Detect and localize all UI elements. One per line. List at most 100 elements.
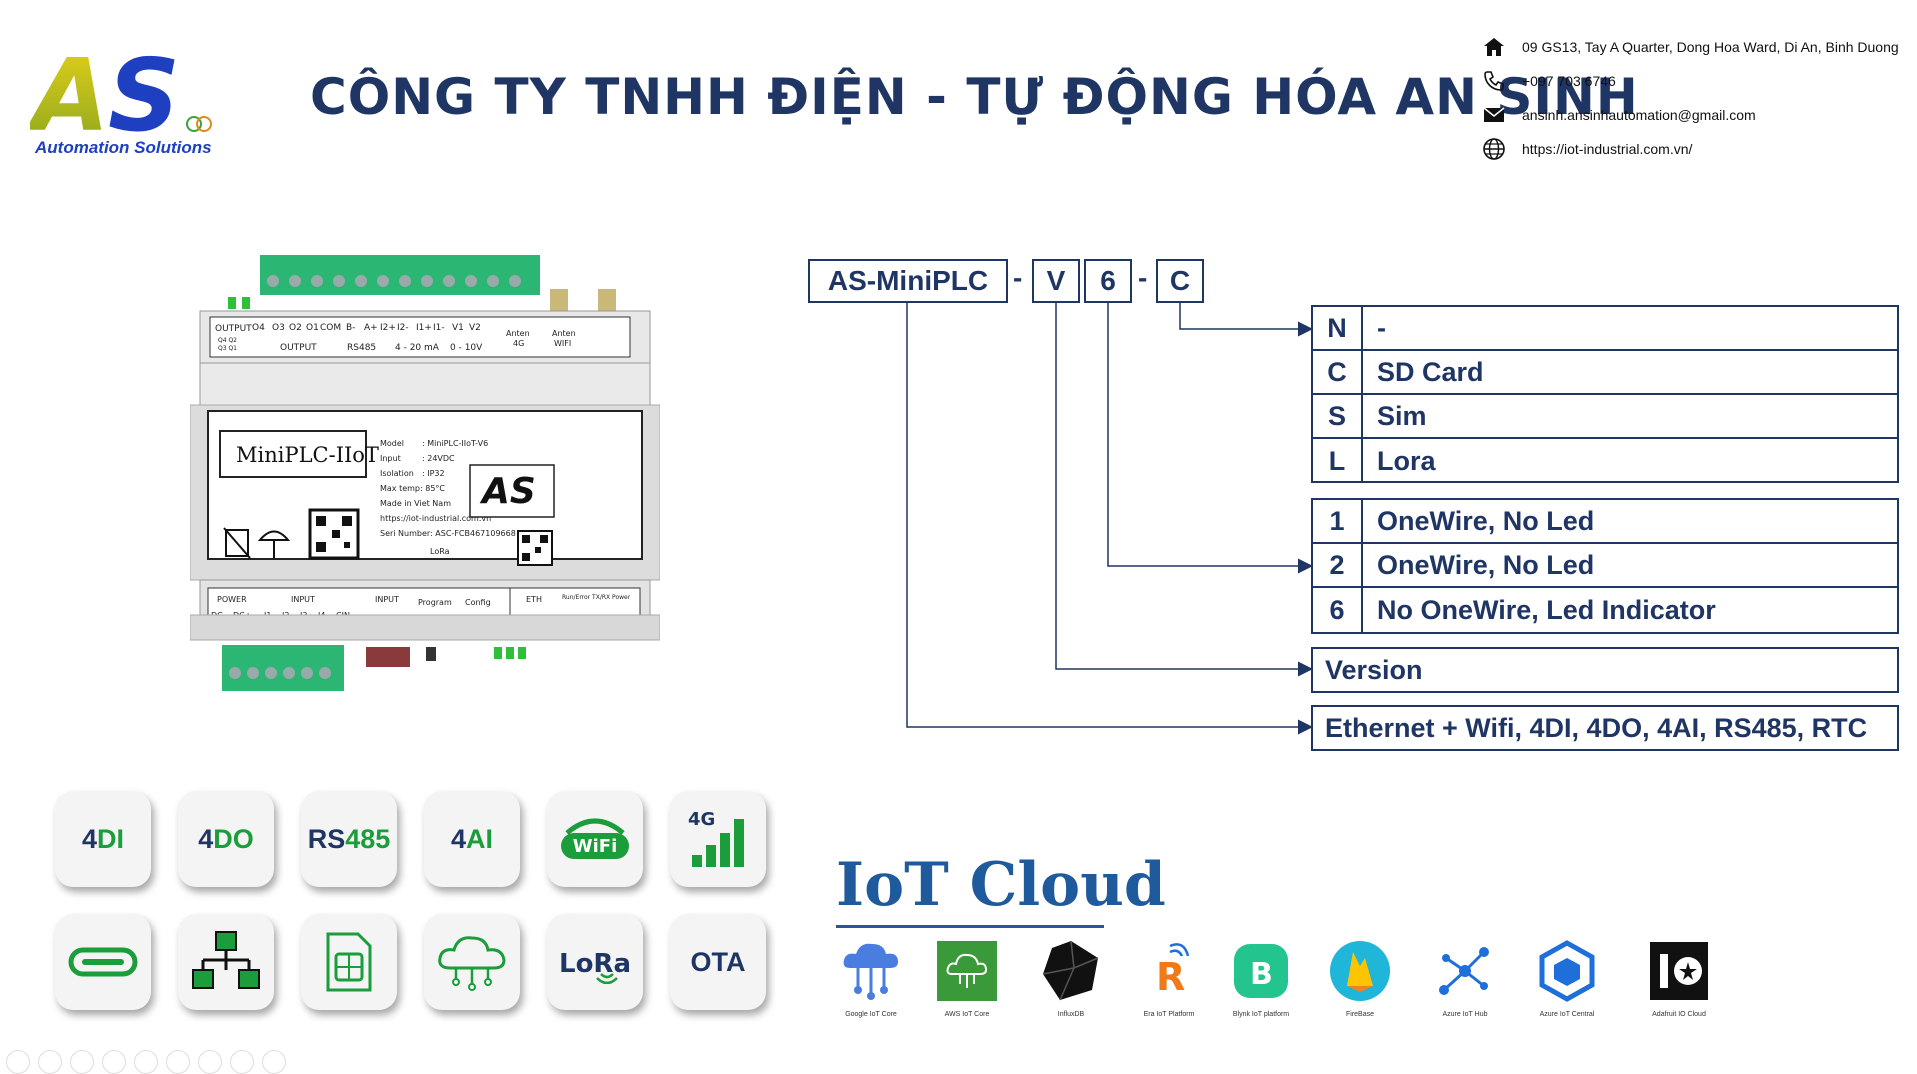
google-iot-icon — [843, 943, 898, 1000]
feature-number: 4 — [450, 823, 467, 854]
logo-letter-s: S — [108, 38, 180, 154]
platform-aws-iot: AWS IoT Core — [922, 938, 1012, 1018]
feature-text: DO — [213, 823, 254, 854]
feature-number: 4 — [81, 823, 98, 854]
qr-code-small-icon — [517, 530, 553, 566]
option-value: OneWire, No Led — [1377, 549, 1595, 580]
platform-caption: Azure IoT Central — [1539, 1011, 1595, 1018]
svg-text:Anten: Anten — [552, 329, 576, 338]
logo-letter-a: A — [30, 38, 109, 154]
pen-icon[interactable] — [70, 1050, 94, 1074]
svg-text:4G: 4G — [513, 339, 524, 348]
platform-caption: Era IoT Platform — [1143, 1011, 1195, 1018]
more-icon[interactable] — [262, 1050, 286, 1074]
base-features-box: Ethernet + Wifi, 4DI, 4DO, 4AI, RS485, R… — [1311, 705, 1899, 751]
slides-grid-icon[interactable] — [134, 1050, 158, 1074]
feature-wifi-tile: WiFi — [547, 791, 643, 887]
contact-block: 09 GS13, Tay A Quarter, Dong Hoa Ward, D… — [1482, 30, 1912, 166]
option-key: 1 — [1313, 500, 1363, 542]
email-text[interactable]: ansinh.ansinhautomation@gmail.com — [1522, 107, 1756, 123]
contact-phone: +097 703 6746 — [1482, 64, 1912, 98]
svg-text:R: R — [1156, 955, 1185, 999]
ota-text: OTA — [690, 946, 746, 977]
platform-caption: Blynk IoT platform — [1232, 1011, 1290, 1018]
label-b-minus: B- — [346, 323, 355, 333]
feature-usbc-tile — [55, 914, 151, 1010]
feature-sim-tile — [301, 914, 397, 1010]
label-eth: ETH — [526, 595, 542, 604]
platform-firebase: FireBase — [1315, 938, 1405, 1018]
feature-number: 4 — [198, 823, 214, 854]
antenna-wifi-connector — [598, 289, 616, 311]
platform-adafruit: Adafruit IO Cloud — [1634, 938, 1724, 1018]
wifi-text: WiFi — [573, 836, 618, 857]
label-config: Config — [465, 598, 491, 607]
code-dash-2: - — [1138, 262, 1148, 293]
usb-c-icon — [68, 947, 138, 977]
label-v2: V2 — [469, 323, 481, 333]
feature-ota-tile: OTA — [670, 914, 766, 1010]
option-value: Lora — [1377, 445, 1436, 476]
label-0-10v: 0 - 10V — [450, 343, 483, 353]
azure-central-icon — [1539, 940, 1595, 1002]
label-o2: O2 — [289, 323, 302, 333]
label-i1-minus: I1- — [433, 323, 445, 333]
platform-caption: AWS IoT Core — [944, 1011, 990, 1018]
as-logo-graphic: A S — [25, 37, 212, 154]
svg-text:B: B — [1250, 957, 1273, 992]
platform-caption: InfluxDB — [1057, 1011, 1085, 1018]
platform-caption: Google IoT Core — [845, 1011, 897, 1018]
input-value: : 24VDC — [422, 454, 455, 463]
aws-iot-icon — [937, 941, 997, 1001]
subtitles-icon[interactable] — [198, 1050, 222, 1074]
label-o3: O3 — [272, 323, 285, 333]
bottom-connector — [366, 647, 410, 667]
home-icon — [1484, 38, 1504, 56]
feature-number: 485 — [345, 823, 391, 854]
website-text[interactable]: https://iot-industrial.com.vn/ — [1522, 141, 1693, 157]
platform-caption: Azure IoT Hub — [1442, 1011, 1488, 1018]
svg-text:WIFI: WIFI — [554, 339, 571, 348]
slide-control-bar — [6, 1050, 286, 1074]
prev-slide-icon[interactable] — [6, 1050, 30, 1074]
label-power: POWER — [217, 595, 247, 604]
option-key: L — [1313, 439, 1363, 483]
option-key: S — [1313, 395, 1363, 437]
serial-text: Seri Number: ASC-FCB467109668 — [380, 529, 516, 538]
label-program: Program — [418, 598, 452, 607]
label-status: Run/Error TX/RX Power — [562, 594, 631, 601]
address-text: 09 GS13, Tay A Quarter, Dong Hoa Ward, D… — [1522, 39, 1899, 55]
platform-azure-hub: Azure IoT Hub — [1420, 938, 1510, 1018]
company-logo: A S Automation Solutions — [25, 37, 220, 163]
lora-text: LoRa — [559, 949, 631, 979]
label-a-plus: A+ — [364, 323, 378, 333]
draw-icon[interactable] — [102, 1050, 126, 1074]
code-part-option: C — [1156, 259, 1204, 303]
platform-era: R Era IoT Platform — [1124, 938, 1214, 1018]
label-o1: O1 — [306, 323, 319, 333]
feature-text: RS — [307, 823, 346, 854]
code-dash-1: - — [1013, 262, 1023, 293]
isolation-value: : IP32 — [422, 469, 445, 478]
zoom-icon[interactable] — [166, 1050, 190, 1074]
next-slide-icon[interactable] — [38, 1050, 62, 1074]
label-output-group: OUTPUT — [215, 324, 252, 334]
signal-4g-icon: 4G — [688, 809, 744, 867]
label-4-20ma: 4 - 20 mA — [395, 343, 440, 353]
label-i2-plus: I2+ — [380, 323, 396, 333]
wifi-icon: WiFi — [561, 818, 629, 859]
phone-text[interactable]: +097 703 6746 — [1522, 73, 1616, 89]
option-value: Sim — [1377, 400, 1427, 431]
phone-icon — [1484, 71, 1504, 91]
camera-icon[interactable] — [230, 1050, 254, 1074]
input-label: Input — [380, 454, 401, 463]
label-output: OUTPUT — [280, 343, 317, 353]
blynk-icon: B — [1234, 944, 1288, 998]
